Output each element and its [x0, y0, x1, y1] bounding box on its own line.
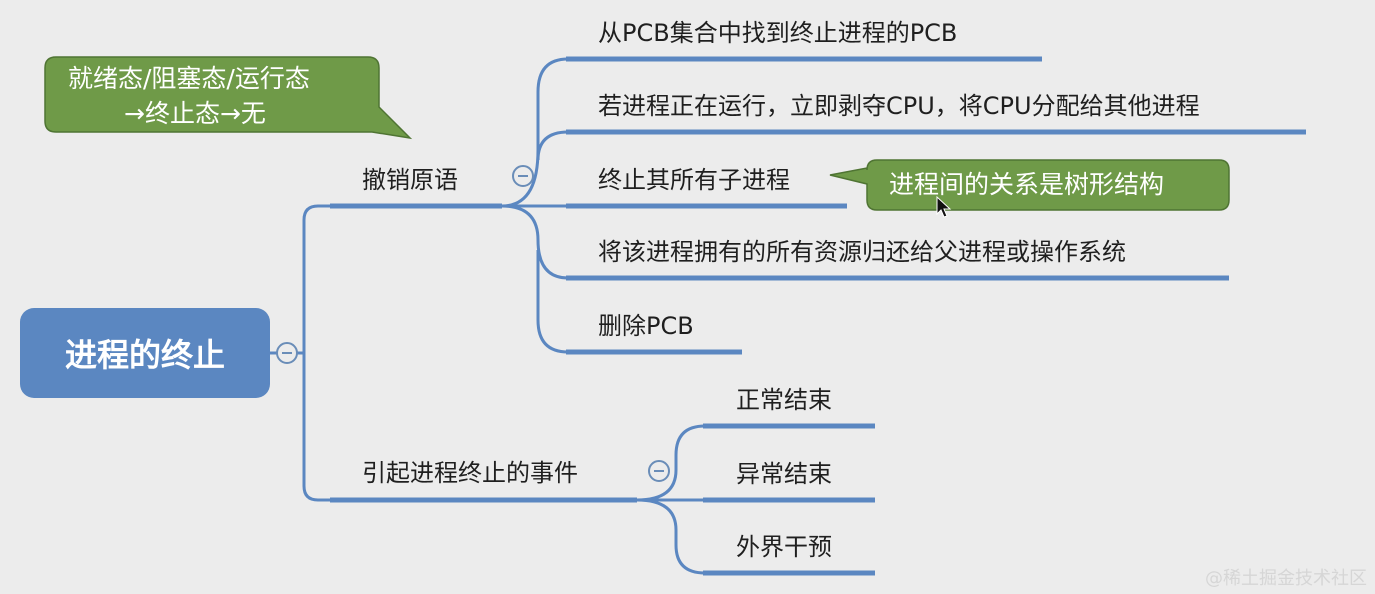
collapse-root-icon[interactable]	[276, 342, 298, 364]
watermark-text: @稀土掘金技术社区	[1205, 568, 1367, 589]
callout-state-line-2: →终止态→无	[124, 99, 266, 128]
child-node-deprive-cpu[interactable]: 若进程正在运行，立即剥夺CPU，将CPU分配给其他进程	[598, 92, 1200, 120]
child-node-find-pcb[interactable]: 从PCB集合中找到终止进程的PCB	[598, 19, 958, 47]
child-node-terminate-children[interactable]: 终止其所有子进程	[598, 166, 790, 194]
root-node[interactable]: 进程的终止	[20, 308, 270, 398]
connector-b1-c5	[536, 250, 569, 354]
collapse-branch-2-icon[interactable]	[648, 460, 670, 482]
connector-b1-c2	[536, 130, 569, 161]
collapse-branch-1-icon[interactable]	[512, 165, 534, 187]
connector-b2-c3	[636, 498, 706, 575]
branch-node-termination-events[interactable]: 引起进程终止的事件	[362, 459, 578, 487]
child-node-abnormal-end[interactable]: 异常结束	[736, 460, 832, 488]
callout-state-line-1: 就绪态/阻塞态/运行态	[68, 64, 310, 93]
branch-node-revoke-primitive[interactable]: 撤销原语	[362, 166, 458, 194]
connector-root-branch-1	[270, 204, 332, 355]
connector-root-branch-2	[302, 353, 332, 502]
connector-b2-c1	[636, 424, 706, 502]
callout-tree-text: 进程间的关系是树形结构	[889, 170, 1165, 199]
child-node-external-intervention[interactable]: 外界干预	[736, 533, 832, 561]
callout-state-shape	[44, 56, 413, 140]
child-node-return-resources[interactable]: 将该进程拥有的所有资源归还给父进程或操作系统	[598, 238, 1126, 266]
connector-b1-c4	[501, 204, 569, 280]
root-node-label: 进程的终止	[64, 336, 225, 374]
child-node-delete-pcb[interactable]: 删除PCB	[598, 312, 694, 340]
mouse-cursor-icon	[936, 195, 952, 218]
callout-tree-shape	[829, 159, 1230, 211]
child-node-normal-end[interactable]: 正常结束	[736, 386, 832, 414]
